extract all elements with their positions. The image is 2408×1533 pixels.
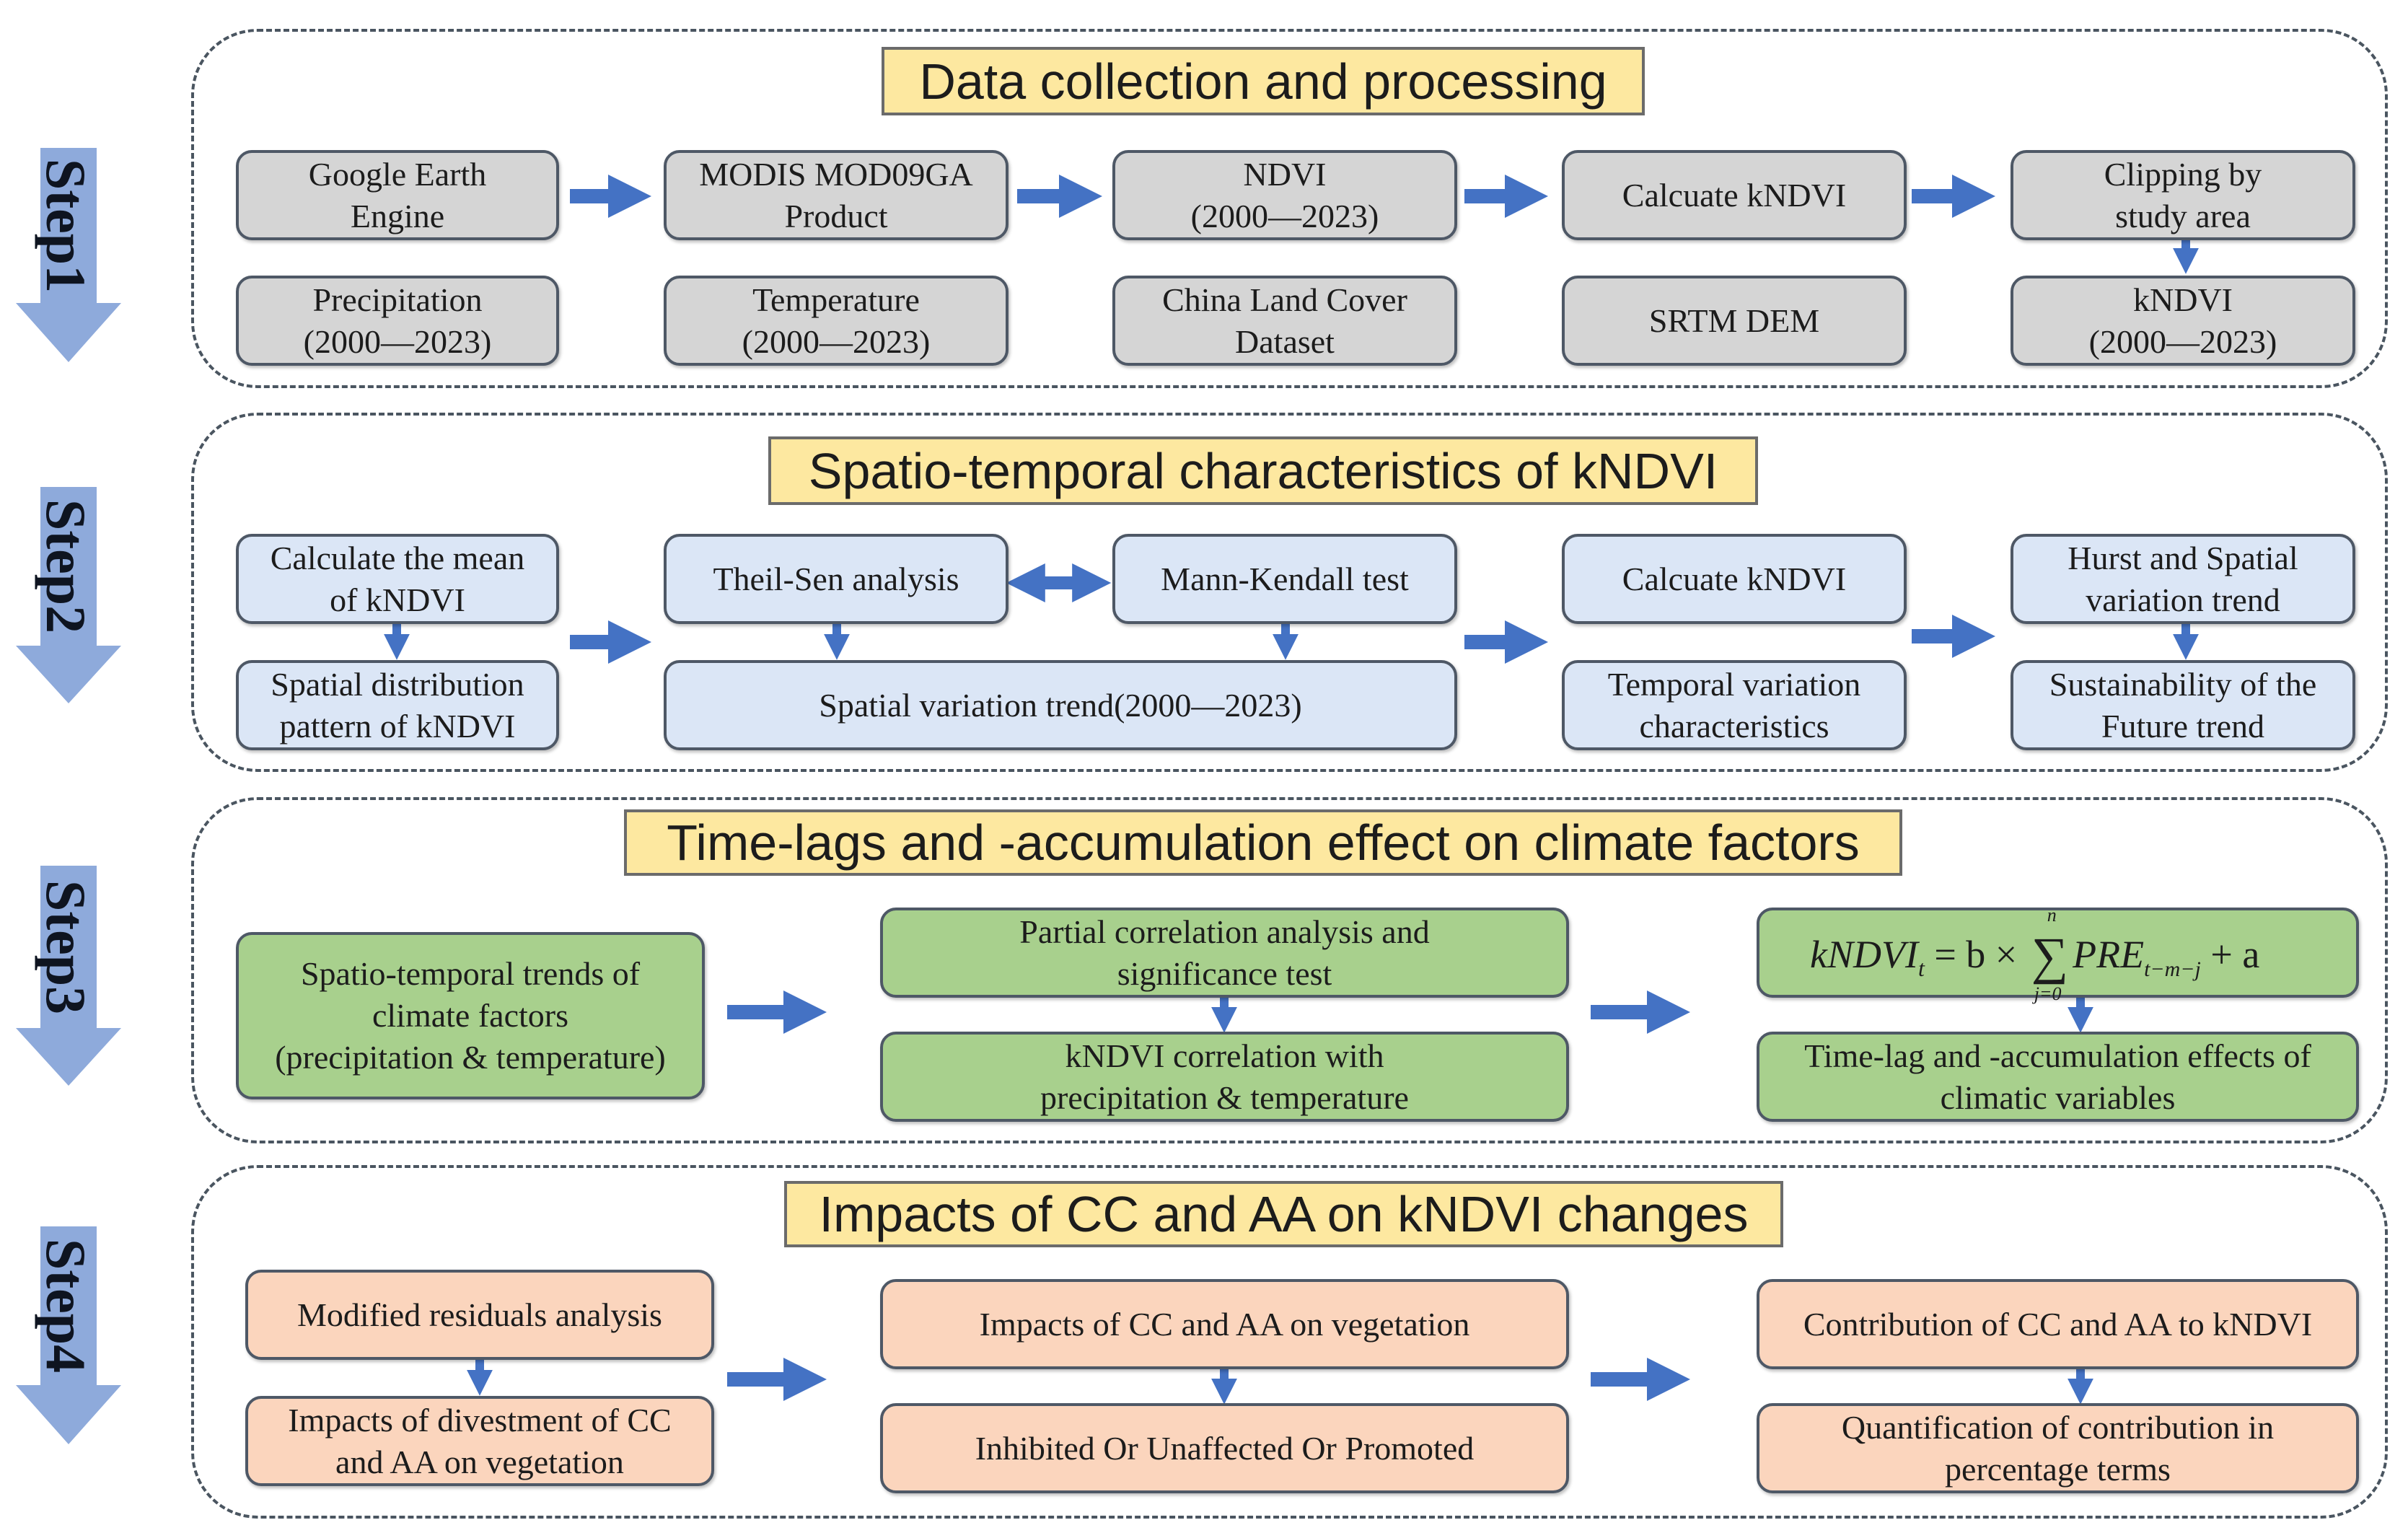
step4-arrow-icon xyxy=(16,1226,121,1444)
section1-panel xyxy=(191,29,2388,388)
srtm-dem-box: SRTM DEM xyxy=(1562,276,1907,366)
contribution-box: Contribution of CC and AA to kNDVI xyxy=(1757,1279,2359,1369)
partial-correlation-box: Partial correlation analysis and signifi… xyxy=(880,908,1569,998)
step3-arrow-icon xyxy=(16,866,121,1086)
mann-kendall-box: Mann-Kendall test xyxy=(1112,534,1457,624)
divestment-impacts-box: Impacts of divestment of CC and AA on ve… xyxy=(245,1396,714,1486)
section4-panel xyxy=(191,1165,2388,1519)
section3-panel xyxy=(191,797,2388,1143)
theil-sen-box: Theil-Sen analysis xyxy=(664,534,1009,624)
inhibited-box: Inhibited Or Unaffected Or Promoted xyxy=(880,1403,1569,1493)
hurst-box: Hurst and Spatial variation trend xyxy=(2011,534,2355,624)
spatial-trend-box: Spatial variation trend(2000—2023) xyxy=(664,660,1457,750)
modified-residuals-box: Modified residuals analysis xyxy=(245,1270,714,1360)
section2-title: Spatio-temporal characteristics of kNDVI xyxy=(768,436,1758,505)
step2-arrow-icon xyxy=(16,487,121,703)
mean-kndvi-box: Calculate the mean of kNDVI xyxy=(236,534,559,624)
section2-panel xyxy=(191,413,2388,772)
spatial-distribution-box: Spatial distribution pattern of kNDVI xyxy=(236,660,559,750)
precipitation-box: Precipitation (2000—2023) xyxy=(236,276,559,366)
impacts-vegetation-box: Impacts of CC and AA on vegetation xyxy=(880,1279,1569,1369)
time-lag-effects-box: Time-lag and -accumulation effects of cl… xyxy=(1757,1032,2359,1122)
calculate-kndvi-box: Calcuate kNDVI xyxy=(1562,150,1907,240)
modis-product-box: MODIS MOD09GA Product xyxy=(664,150,1009,240)
step3-label: Step3 xyxy=(35,879,98,1014)
step1-label: Step1 xyxy=(35,158,98,293)
temperature-box: Temperature (2000—2023) xyxy=(664,276,1009,366)
clipping-box: Clipping by study area xyxy=(2011,150,2355,240)
section3-title: Time-lags and -accumulation effect on cl… xyxy=(624,809,1902,876)
step4-label: Step4 xyxy=(35,1238,98,1374)
section1-title: Data collection and processing xyxy=(882,47,1645,115)
ndvi-box: NDVI (2000—2023) xyxy=(1112,150,1457,240)
section4-title: Impacts of CC and AA on kNDVI changes xyxy=(784,1181,1783,1247)
google-earth-engine-box: Google Earth Engine xyxy=(236,150,559,240)
kndvi-series-box: kNDVI (2000—2023) xyxy=(2011,276,2355,366)
land-cover-box: China Land Cover Dataset xyxy=(1112,276,1457,366)
step2-label: Step2 xyxy=(35,498,98,634)
step1-arrow-icon xyxy=(16,148,121,362)
kndvi-correlation-box: kNDVI correlation with precipitation & t… xyxy=(880,1032,1569,1122)
temporal-variation-box: Temporal variation characteristics xyxy=(1562,660,1907,750)
sustainability-box: Sustainability of the Future trend xyxy=(2011,660,2355,750)
calculate-kndvi-box-2: Calcuate kNDVI xyxy=(1562,534,1907,624)
quantification-box: Quantification of contribution in percen… xyxy=(1757,1403,2359,1493)
climate-trends-box: Spatio-temporal trends of climate factor… xyxy=(236,932,705,1099)
